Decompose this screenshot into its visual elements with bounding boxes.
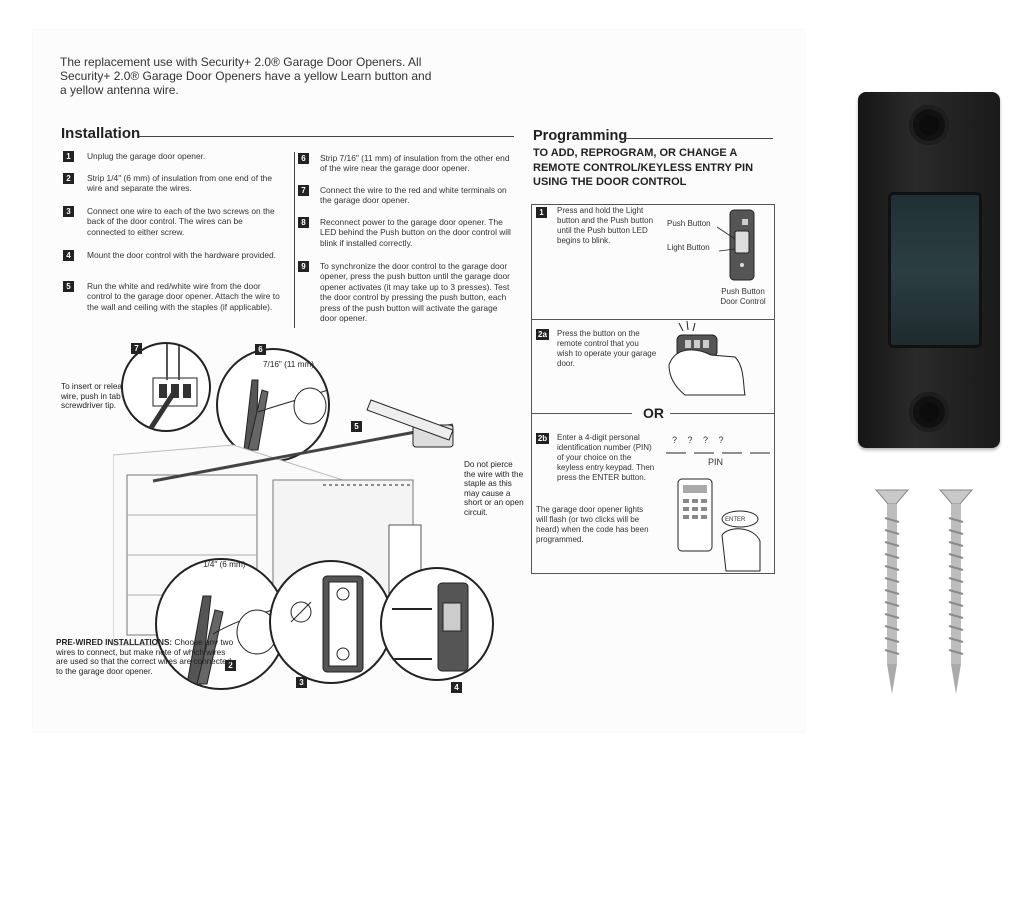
prog-step-2a-text: Press the button on the remote control t… (557, 329, 657, 368)
top-mounting-hole (909, 105, 949, 145)
pin-label: PIN (708, 457, 724, 467)
programming-box: 1 Press and hold the Light button and th… (531, 204, 775, 574)
diagram-tag-5: 5 (351, 421, 362, 432)
step-6-detail-circle (216, 348, 330, 462)
push-button-label: Push Button (667, 219, 711, 228)
door-control-back-drawing (290, 575, 364, 673)
diagram-tag-4: 4 (451, 682, 462, 693)
wire-stripper-drawing-2 (186, 595, 285, 685)
programming-title: Programming (533, 128, 628, 144)
enter-key-label: ENTER (725, 517, 746, 523)
push-button-window (888, 192, 982, 348)
prog-divider-1 (532, 319, 774, 320)
diagram-tag-6: 6 (255, 344, 266, 355)
prog-step-2a-num: 2a (536, 329, 549, 340)
prog-step-2b-num: 2b (536, 433, 549, 444)
diagram-tag-2: 2 (225, 660, 236, 671)
intro-text: The replacement use with Security+ 2.0® … (60, 55, 432, 97)
door-control-mount-drawing (392, 582, 469, 672)
keypad-drawing (677, 478, 761, 572)
step-3-detail-circle (269, 560, 393, 684)
pin-underlines (666, 452, 770, 454)
door-control-drawing (717, 209, 755, 281)
step-4-detail-circle (380, 567, 494, 681)
door-control-label: Push Button Door Control (720, 287, 766, 306)
prog-step-1-num: 1 (536, 207, 547, 218)
programming-subtitle: TO ADD, REPROGRAM, OR CHANGE A REMOTE CO… (533, 147, 754, 188)
prewired-note: PRE-WIRED INSTALLATIONS: Choose any two … (56, 638, 238, 676)
diagram-tag-3: 3 (296, 677, 307, 688)
prewired-title: PRE-WIRED INSTALLATIONS: (56, 638, 173, 647)
prewired-text: Choose any two wires to connect, but mak… (56, 638, 234, 676)
programming-rule (621, 138, 773, 139)
prog-divider-left (532, 413, 632, 414)
installation-rule (139, 136, 514, 137)
prog-step-2b-note: The garage door opener lights will flash… (536, 505, 649, 544)
bottom-mounting-hole (909, 392, 949, 432)
screw-right (938, 489, 974, 694)
prog-step-1-text: Press and hold the Light button and the … (557, 206, 654, 245)
prog-divider-right (670, 413, 774, 414)
column-divider (294, 152, 295, 328)
instruction-sheet: The replacement use with Security+ 2.0® … (33, 30, 805, 732)
step-7-detail-circle (121, 342, 211, 432)
or-label: OR (643, 405, 664, 421)
staple-warning-note: Do not pierce the wire with the staple a… (464, 460, 524, 517)
screw-left (874, 489, 910, 694)
remote-hand-drawing (668, 320, 746, 396)
prog-step-2b-text: Enter a 4-digit personal identification … (557, 433, 655, 482)
insert-release-note: To insert or release wire, push in tab w… (61, 382, 138, 411)
diagram-tag-7: 7 (131, 343, 142, 354)
strip-14-label: 1/4" (6 mm) (203, 560, 246, 569)
strip-716-label: 7/16" (11 mm) (263, 360, 314, 369)
installation-title: Installation (61, 125, 141, 142)
pin-placeholder: ? ? ? ? (672, 435, 728, 445)
light-button-label: Light Button (667, 243, 710, 252)
terminal-block-drawing (148, 344, 198, 430)
wire-stripper-drawing-6 (243, 379, 328, 451)
door-control-device (858, 92, 1000, 448)
